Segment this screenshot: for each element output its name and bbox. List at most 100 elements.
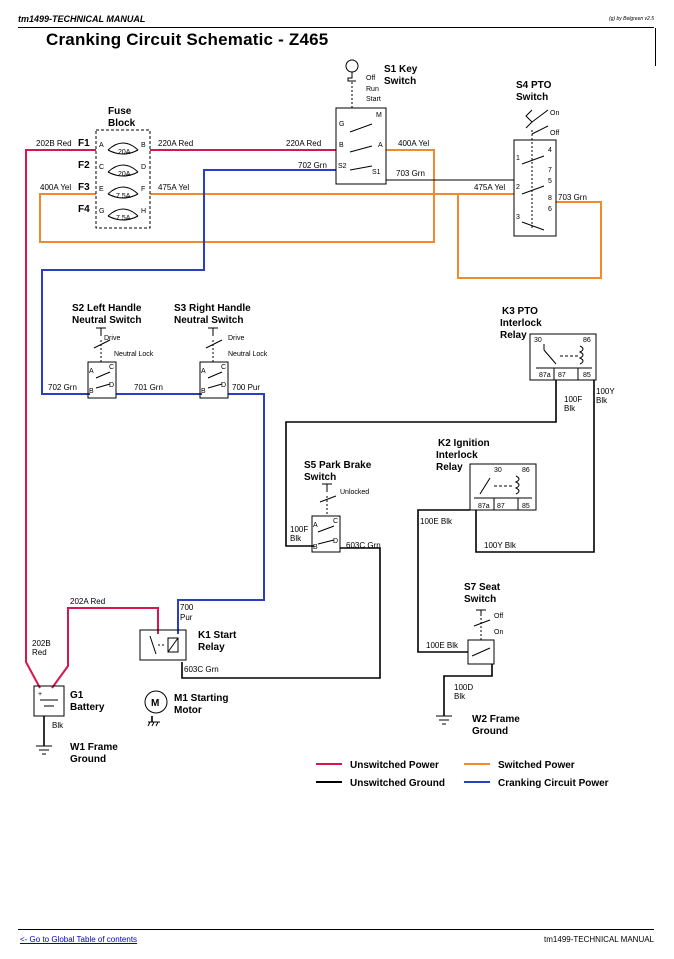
wire-label-blk3: Blk	[290, 534, 302, 543]
legend-cranking-circuit-power: Cranking Circuit Power	[498, 778, 609, 789]
wire-label-703-grn: 703 Grn	[396, 169, 425, 178]
fuse-f2-in: C	[99, 164, 104, 171]
s7-pos-on: On	[494, 629, 503, 636]
wire-label-475a-yel-2: 475A Yel	[474, 183, 505, 192]
k2-ignition-interlock-relay: K2 Ignition Interlock Relay 30 86 87a 87…	[436, 438, 537, 511]
fuse-block-title2: Block	[108, 118, 136, 129]
page-title: Cranking Circuit Schematic - Z465	[46, 30, 329, 49]
s4-term-8: 8	[548, 195, 552, 202]
global-toc-link[interactable]: <- Go to Global Table of contents	[20, 935, 138, 944]
wire-label-701-grn: 701 Grn	[134, 383, 163, 392]
wire-label-100e-blk: 100E Blk	[420, 517, 453, 526]
s5-term-d: D	[333, 538, 338, 545]
s2-term-c: C	[109, 364, 114, 371]
w1-title1: W1 Frame	[70, 742, 118, 753]
w2-title1: W2 Frame	[472, 714, 520, 725]
s3-term-a: A	[201, 368, 206, 375]
s1-title2: Switch	[384, 76, 416, 87]
wire-label-100y: 100Y	[596, 387, 615, 396]
s7-title2: Switch	[464, 594, 496, 605]
k2-term-87a: 87a	[478, 503, 490, 510]
s5-title1: S5 Park Brake	[304, 460, 372, 471]
fuse-f3-out: F	[141, 186, 145, 193]
k2-title3: Relay	[436, 462, 463, 473]
wire-label-100d: 100D	[454, 683, 473, 692]
m1-title1: M1 Starting	[174, 693, 228, 704]
s2-pos-neutral: Neutral Lock	[114, 351, 154, 358]
s4-term-7: 7	[548, 167, 552, 174]
s7-pos-off: Off	[494, 613, 503, 620]
wire-label-red: Red	[32, 648, 47, 657]
wire-label-100e-blk-2: 100E Blk	[426, 641, 459, 650]
header-manual: tm1499-TECHNICAL MANUAL	[18, 14, 146, 24]
k2-term-87: 87	[497, 503, 505, 510]
fuse-block: Fuse Block F1 F2 F3 F4 A B C D E F G H 2…	[78, 106, 151, 229]
s5-term-c: C	[333, 518, 338, 525]
s1-title1: S1 Key	[384, 64, 418, 75]
fuse-f3-id: F3	[78, 182, 90, 193]
s3-term-c: C	[221, 364, 226, 371]
wire-label-603c-grn-2: 603C Grn	[184, 665, 219, 674]
s5-title2: Switch	[304, 472, 336, 483]
k2-title1: K2 Ignition	[438, 438, 490, 449]
k1-start-relay: K1 Start Relay	[139, 629, 237, 661]
legend-unswitched-power: Unswitched Power	[350, 760, 439, 771]
key-icon	[345, 59, 359, 82]
wire-label-202a-red: 202A Red	[70, 597, 105, 606]
s3-pos-drive: Drive	[228, 335, 244, 342]
wire-label-220a-red-2: 220A Red	[286, 139, 321, 148]
s1-term-m: M	[376, 112, 382, 119]
legend-switched-power: Switched Power	[498, 760, 575, 771]
s3-right-neutral-switch: S3 Right Handle Neutral Switch Drive Neu…	[174, 303, 268, 399]
s1-term-a: A	[378, 142, 383, 149]
wire-label-202b: 202B	[32, 639, 51, 648]
k3-term-87: 87	[558, 372, 566, 379]
k2-title2: Interlock	[436, 450, 478, 461]
wire-label-475a-yel: 475A Yel	[158, 183, 189, 192]
s4-pos-off: Off	[550, 130, 559, 137]
k3-title1: K3 PTO	[502, 306, 538, 317]
w2-frame-ground: W2 Frame Ground	[436, 714, 520, 737]
s3-title1: S3 Right Handle	[174, 303, 251, 314]
k2-term-30: 30	[494, 467, 502, 474]
k3-term-30: 30	[534, 337, 542, 344]
s2-term-b: B	[89, 388, 94, 395]
wire-label-pur: Pur	[180, 613, 193, 622]
k3-term-85: 85	[583, 372, 591, 379]
fuse-f1-out: B	[141, 142, 146, 149]
wire-label-blk-bat: Blk	[52, 721, 64, 730]
s4-term-5: 5	[548, 178, 552, 185]
wire-603c-grn	[181, 547, 381, 679]
s1-pos-run: Run	[366, 86, 379, 93]
s3-title2: Neutral Switch	[174, 315, 243, 326]
fuse-f2-id: F2	[78, 160, 90, 171]
wire-475a-yel-pto	[457, 194, 602, 279]
wire-label-400a-yel-2: 400A Yel	[40, 183, 71, 192]
k1-title1: K1 Start	[198, 630, 237, 641]
fuse-f4-in: G	[99, 208, 104, 215]
w2-title2: Ground	[472, 726, 508, 737]
s4-term-4: 4	[548, 147, 552, 154]
fuse-block-title1: Fuse	[108, 106, 132, 117]
wire-label-100f: 100F	[564, 395, 582, 404]
s4-title1: S4 PTO	[516, 80, 552, 91]
s3-term-b: B	[201, 388, 206, 395]
s7-title1: S7 Seat	[464, 582, 501, 593]
s2-term-a: A	[89, 368, 94, 375]
s4-title2: Switch	[516, 92, 548, 103]
s1-pos-off: Off	[366, 75, 375, 82]
s1-term-g: G	[339, 121, 344, 128]
w1-frame-ground: W1 Frame Ground	[36, 742, 118, 765]
fuse-f4-out: H	[141, 208, 146, 215]
s5-term-b: B	[313, 544, 318, 551]
wire-label-703-grn-2: 703 Grn	[558, 193, 587, 202]
svg-text:+: +	[38, 691, 42, 698]
s1-pos-start: Start	[366, 96, 381, 103]
s4-term-1: 1	[516, 155, 520, 162]
legend-unswitched-ground: Unswitched Ground	[350, 778, 445, 789]
s7-seat-switch: S7 Seat Switch Off On	[464, 582, 503, 665]
s5-pos-unlocked: Unlocked	[340, 489, 369, 496]
k3-term-86: 86	[583, 337, 591, 344]
m1-title2: Motor	[174, 705, 202, 716]
